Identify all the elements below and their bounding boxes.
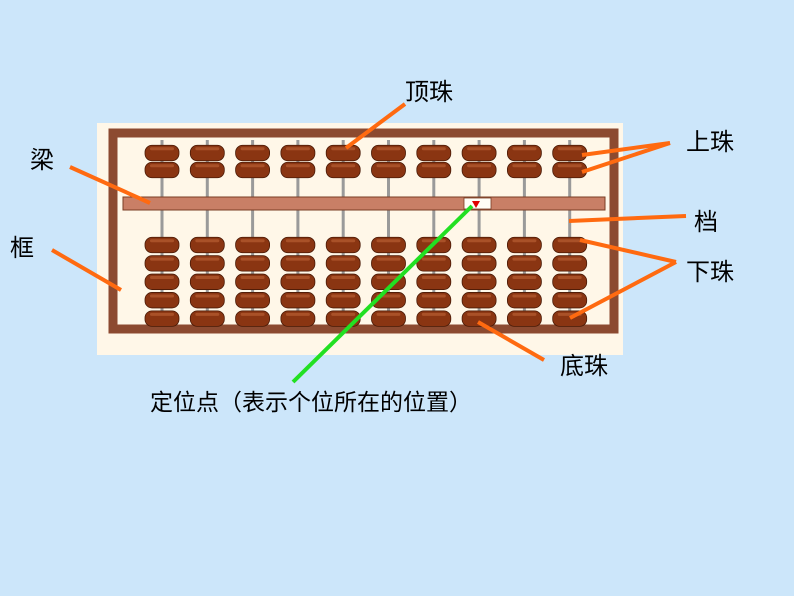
lower-bead <box>552 236 588 254</box>
lower-bead <box>506 273 542 290</box>
lower-bead <box>325 236 361 254</box>
unit-point-marker <box>472 201 480 208</box>
label-top-bead: 顶珠 <box>405 78 453 106</box>
upper-bead <box>235 144 271 162</box>
upper-bead <box>144 144 180 162</box>
lower-bead <box>506 236 542 254</box>
lower-bead <box>461 310 497 327</box>
lower-bead <box>552 255 588 272</box>
pointer-unit-point <box>291 204 474 384</box>
lower-bead <box>416 292 452 309</box>
upper-bead <box>189 144 225 162</box>
pointer-beam <box>69 165 151 205</box>
pointer-upper-bead-b <box>581 141 671 174</box>
pointer-upper-bead-a <box>581 141 671 157</box>
lower-bead <box>371 255 406 272</box>
upper-bead <box>371 144 406 162</box>
upper-bead <box>235 161 271 179</box>
lower-bead <box>280 292 316 309</box>
lower-bead <box>461 255 497 272</box>
label-bottom-bead: 底珠 <box>560 352 608 380</box>
pointer-frame <box>50 248 123 292</box>
pointer-lower-bead-b <box>569 260 677 320</box>
upper-bead <box>189 161 225 179</box>
lower-bead <box>552 273 588 290</box>
lower-bead <box>189 273 225 290</box>
lower-bead <box>235 273 271 290</box>
lower-bead <box>235 255 271 272</box>
label-unit-point: 定位点（表示个位所在的位置） <box>150 390 472 416</box>
lower-bead <box>144 273 180 290</box>
lower-bead <box>189 236 225 254</box>
label-lower-beads: 下珠 <box>686 258 734 286</box>
upper-bead <box>461 161 497 179</box>
abacus-beam <box>122 196 606 211</box>
lower-bead <box>506 310 542 327</box>
lower-bead <box>189 292 225 309</box>
lower-bead <box>144 310 180 327</box>
upper-bead <box>280 144 316 162</box>
pointer-top-bead <box>344 102 407 150</box>
lower-bead <box>416 255 452 272</box>
lower-bead <box>371 236 406 254</box>
lower-bead <box>144 255 180 272</box>
lower-bead <box>416 273 452 290</box>
upper-bead <box>416 144 452 162</box>
lower-bead <box>189 310 225 327</box>
lower-bead <box>235 236 271 254</box>
lower-bead <box>325 292 361 309</box>
upper-bead <box>280 161 316 179</box>
upper-bead <box>552 161 588 179</box>
label-frame: 框 <box>10 234 34 262</box>
lower-bead <box>235 292 271 309</box>
lower-bead <box>144 236 180 254</box>
pointer-lower-bead-a <box>579 238 677 264</box>
upper-bead <box>144 161 180 179</box>
label-upper-beads: 上珠 <box>686 128 734 156</box>
upper-bead <box>371 161 406 179</box>
lower-bead <box>506 255 542 272</box>
lower-bead <box>189 255 225 272</box>
lower-bead <box>144 292 180 309</box>
lower-bead <box>235 310 271 327</box>
upper-bead <box>506 144 542 162</box>
label-rod: 档 <box>694 208 718 236</box>
lower-bead <box>461 236 497 254</box>
upper-bead <box>416 161 452 179</box>
upper-bead <box>325 161 361 179</box>
lower-bead <box>371 310 406 327</box>
upper-bead <box>461 144 497 162</box>
pointer-rod <box>568 214 687 223</box>
lower-bead <box>552 292 588 309</box>
lower-bead <box>416 310 452 327</box>
upper-bead <box>325 144 361 162</box>
lower-bead <box>280 236 316 254</box>
lower-bead <box>280 255 316 272</box>
lower-bead <box>506 292 542 309</box>
pointer-bottom-bead <box>477 320 545 362</box>
upper-bead <box>506 161 542 179</box>
lower-bead <box>461 292 497 309</box>
lower-bead <box>280 273 316 290</box>
upper-bead <box>552 144 588 162</box>
lower-bead <box>325 255 361 272</box>
lower-bead <box>325 273 361 290</box>
lower-bead <box>461 273 497 290</box>
lower-bead <box>280 310 316 327</box>
label-beam: 梁 <box>30 146 54 174</box>
